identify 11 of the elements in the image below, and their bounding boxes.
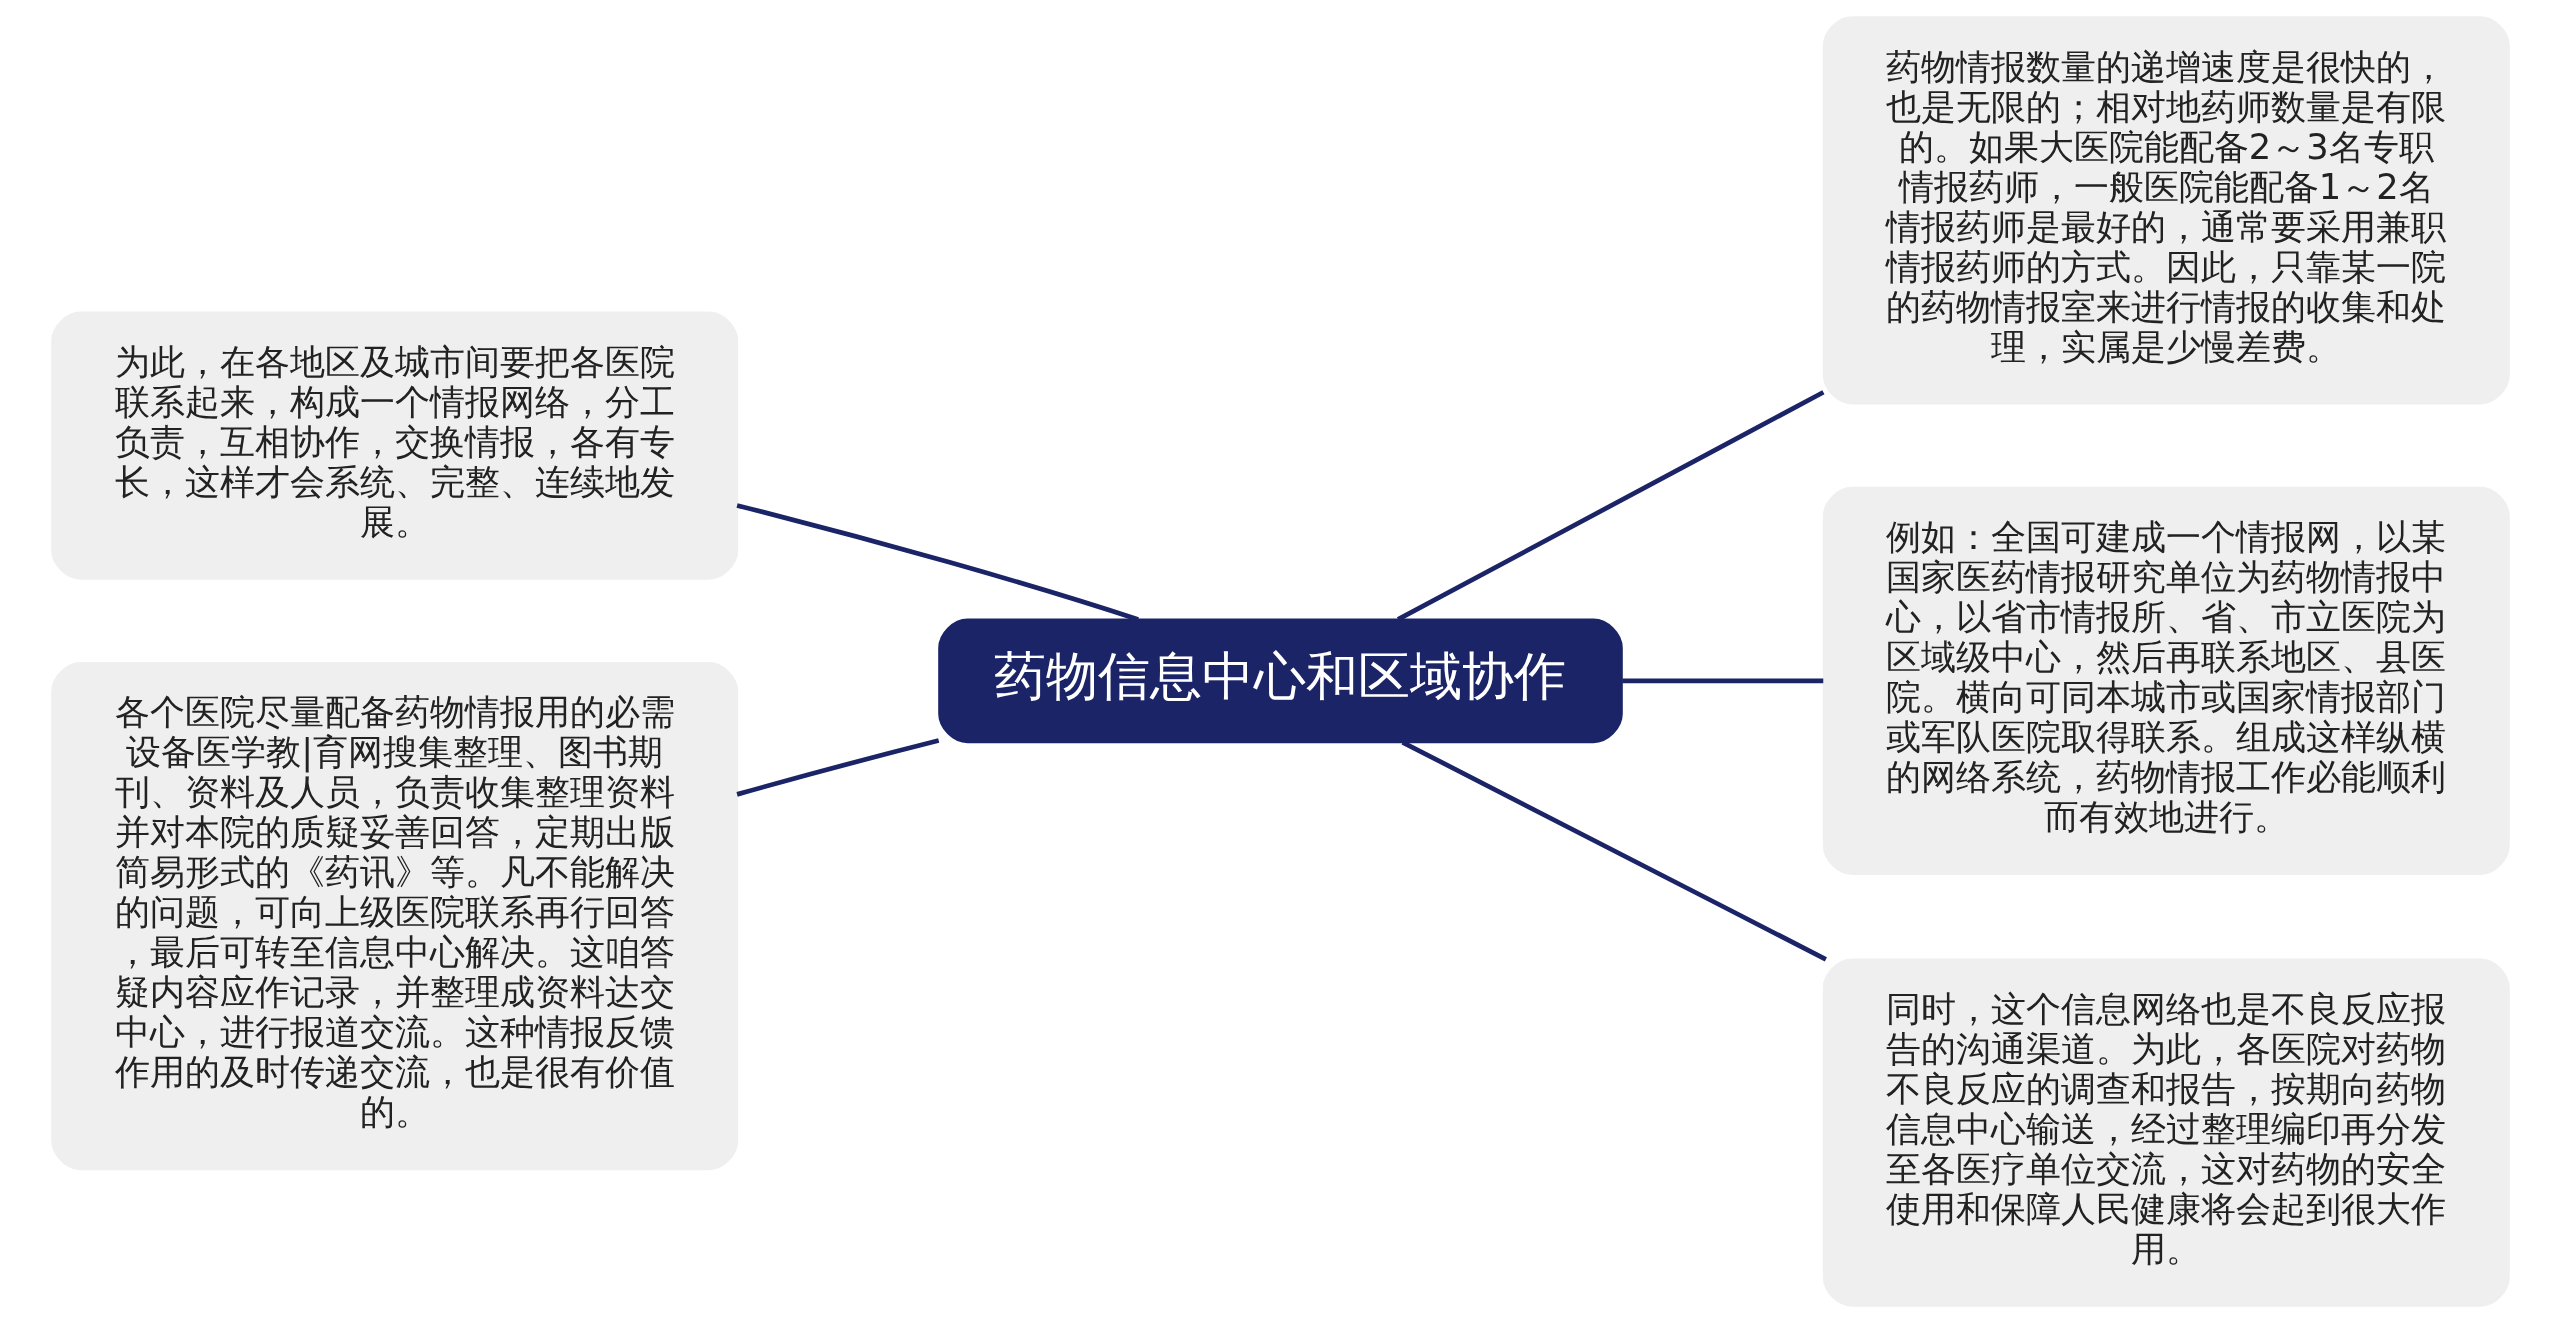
node-box: 例如：全国可建成一个情报网，以某国家医药情报研究单位为药物情报中心，以省市情报所、省、市立医院为区域级中心，然后再联系地区、县医院。横向可同本城市或国家情报部门或军队医院取得联系。组成这样纵横的网络系统，药物情报工作必能顺利而有效地进行。: [1822, 486, 2510, 875]
node-box: 药物情报数量的递增速度是很快的，也是无限的；相对地药师数量是有限的。如果大医院能配备2～3名专职情报药师，一般医院能配备1～2名情报药师是最好的，通常要采用兼职情报药师的方式。因此，只靠某一院的药物情报室来进行情报的收集和处理，实属是少慢差费。: [1822, 16, 2510, 405]
connector: [1621, 678, 1823, 684]
connector: [1401, 740, 1827, 962]
node-box: 各个医院尽量配备药物情报用的必需设备医学教|育网搜集整理、图书期刊、资料及人员，负责收集整理资料并对本院的质疑妥善回答，定期出版简易形式的《药讯》等。凡不能解决的问题，可向上级医院联系再行回答，最后可转至信息中心解决。这咱答疑内容应作记录，并整理成资料达交中心，进行报道交流。这种情报反馈作用的及时传递交流，也是很有价值的。: [50, 662, 738, 1171]
node-box: 药物信息中心和区域协作: [937, 618, 1623, 744]
connector: [1396, 390, 1824, 622]
node-box: 为此，在各地区及城市间要把各医院联系起来，构成一个情报网络，分工负责，互相协作，交换情报，各有专长，这样才会系统、完整、连续地发展。: [50, 311, 738, 580]
connector: [735, 738, 939, 797]
node-box: 同时，这个信息网络也是不良反应报告的沟通渠道。为此，各医院对药物不良反应的调查和报告，按期向药物信息中心输送，经过整理编印再分发至各医疗单位交流，这对药物的安全使用和保障人民健康将会起到很大作用。: [1822, 958, 2510, 1307]
connector: [736, 503, 1139, 622]
